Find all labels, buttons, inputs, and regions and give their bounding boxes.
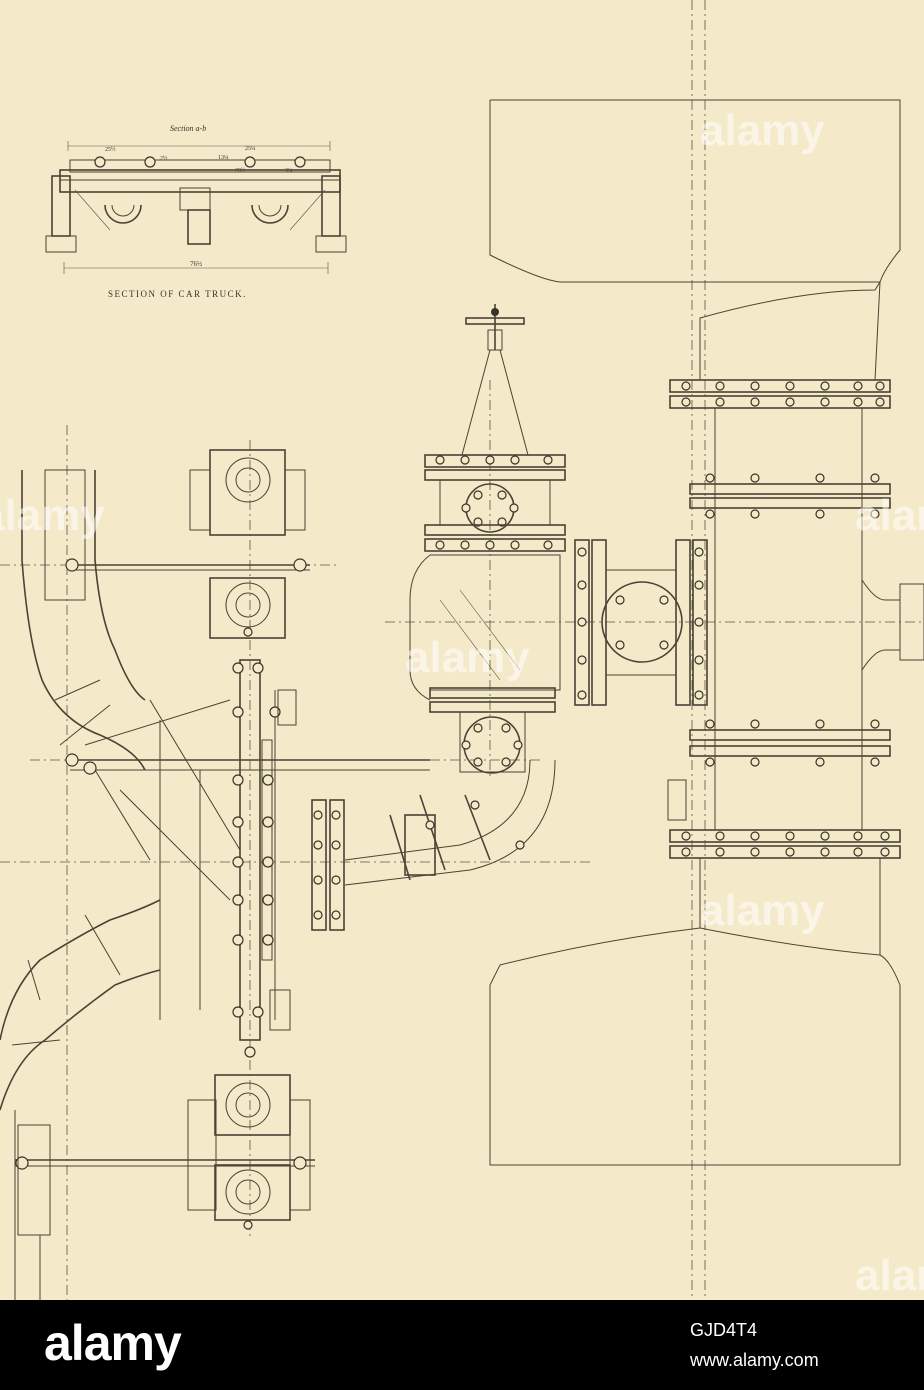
watermark-text: alamy [855, 1251, 924, 1300]
inset-dimension: 2½ [160, 155, 168, 162]
inset-dimension: 3¼ [285, 168, 293, 174]
right-flange-bolts [681, 381, 890, 857]
gate-valve [424, 304, 566, 552]
image-id: GJD4T4 [690, 1320, 758, 1340]
left-curved-pipe [0, 469, 161, 1300]
lower-valve [429, 687, 556, 774]
alamy-logo[interactable]: alamy [44, 1315, 182, 1371]
stock-photo-footer: alamy GJD4T4 www.alamy.com [0, 1300, 924, 1390]
inset-dimension: 25½ [105, 146, 116, 153]
site-url[interactable]: www.alamy.com [690, 1350, 819, 1370]
inset-dimension: 76½ [190, 260, 202, 268]
inset-dimension: 25¼ [245, 146, 256, 152]
connecting-pipe [409, 539, 708, 706]
central-frame [15, 449, 430, 1230]
inset-caption: SECTION OF CAR TRUCK. [108, 289, 247, 299]
car-truck-section-inset: Section a-b 25½ 13¼ 2½ 25¼ 20½ 3¼ 76½ SE… [45, 124, 347, 299]
watermark-text: alamy [855, 491, 924, 540]
watermark-layer: alamy alamy alamy alamy alamy alamy [0, 106, 924, 1300]
inset-section-label: Section a-b [170, 124, 206, 133]
vertical-vessel [489, 99, 924, 1166]
watermark-text: alamy [700, 106, 825, 155]
watermark-text: alamy [700, 886, 825, 935]
technical-drawing: Section a-b 25½ 13¼ 2½ 25¼ 20½ 3¼ 76½ SE… [0, 0, 924, 1300]
drawing-canvas: Section a-b 25½ 13¼ 2½ 25¼ 20½ 3¼ 76½ SE… [0, 0, 924, 1300]
watermark-text: alamy [0, 491, 105, 540]
elbow-pipe [311, 759, 556, 931]
inset-dimension: 13¼ [218, 155, 229, 161]
watermark-text: alamy [405, 633, 530, 682]
